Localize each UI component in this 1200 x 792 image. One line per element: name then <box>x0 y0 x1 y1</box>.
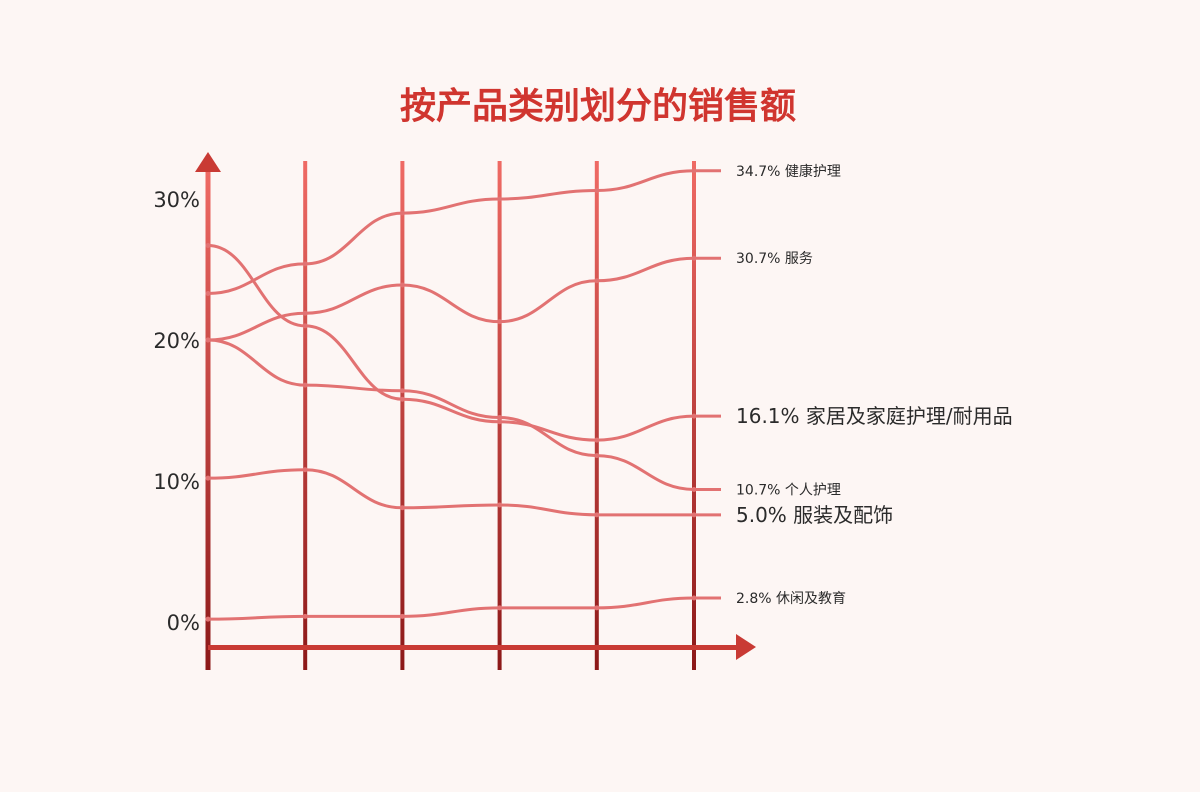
series-line-2 <box>206 256 696 342</box>
data-point-1-1 <box>205 290 211 296</box>
x-axis-arrow <box>736 634 756 660</box>
series-label-1: 34.7% 健康护理 <box>736 163 841 180</box>
data-point-1-2 <box>302 261 308 267</box>
data-point-1-5 <box>594 188 600 194</box>
data-point-5-4 <box>497 502 503 508</box>
axes <box>195 152 756 670</box>
chart-title: 按产品类别划分的销售额 <box>400 86 796 127</box>
data-point-3-3 <box>399 396 405 402</box>
y-tick-label-3: 30% <box>153 188 200 212</box>
data-point-2-4 <box>497 319 503 325</box>
data-point-3-1 <box>205 243 211 249</box>
series-line-6 <box>206 596 696 621</box>
y-tick-label-2: 20% <box>153 329 200 353</box>
y-tick-label-0: 0% <box>167 611 200 635</box>
data-point-6-4 <box>497 605 503 611</box>
series-label-6: 2.8% 休闲及教育 <box>736 591 846 607</box>
y-tick-labels: 0% 10% 20% 30% <box>153 188 200 635</box>
gridline-1 <box>303 161 308 670</box>
data-point-2-5 <box>594 278 600 284</box>
data-point-1-4 <box>497 196 503 202</box>
x-axis <box>208 645 741 650</box>
y-axis <box>205 168 211 670</box>
data-point-2-3 <box>399 282 405 288</box>
series-labels: 34.7% 健康护理 30.7% 服务 16.1% 家居及家庭护理/耐用品 10.7%… <box>694 163 1013 607</box>
data-point-4-5 <box>594 453 600 459</box>
data-point-5-3 <box>399 505 405 511</box>
gridline-4 <box>594 161 599 670</box>
series-label-2: 30.7% 服务 <box>736 251 813 267</box>
series-lines <box>205 168 697 622</box>
data-point-5-5 <box>594 512 600 518</box>
data-point-4-4 <box>497 415 503 421</box>
series-line-5 <box>206 468 696 517</box>
series-label-5: 5.0% 服装及配饰 <box>736 503 893 527</box>
series-line-1 <box>206 169 696 295</box>
gridline-2 <box>400 161 405 670</box>
series-line-4 <box>206 338 696 491</box>
data-point-2-2 <box>302 310 308 316</box>
data-point-3-5 <box>594 437 600 443</box>
y-axis-arrow <box>195 152 221 172</box>
series-label-3: 16.1% 家居及家庭护理/耐用品 <box>736 404 1013 428</box>
data-point-4-2 <box>302 382 308 388</box>
data-point-5-1 <box>205 475 211 481</box>
data-point-6-5 <box>594 605 600 611</box>
data-point-3-2 <box>302 323 308 329</box>
data-point-4-1 <box>205 337 211 343</box>
y-tick-label-1: 10% <box>153 470 200 494</box>
series-label-4: 10.7% 个人护理 <box>736 482 841 498</box>
data-point-6-2 <box>302 613 308 619</box>
data-point-4-3 <box>399 388 405 394</box>
data-point-1-3 <box>399 210 405 216</box>
data-point-6-3 <box>399 613 405 619</box>
data-point-6-1 <box>205 616 211 622</box>
series-line-3 <box>206 244 696 442</box>
data-point-3-4 <box>497 419 503 425</box>
data-point-5-2 <box>302 467 308 473</box>
